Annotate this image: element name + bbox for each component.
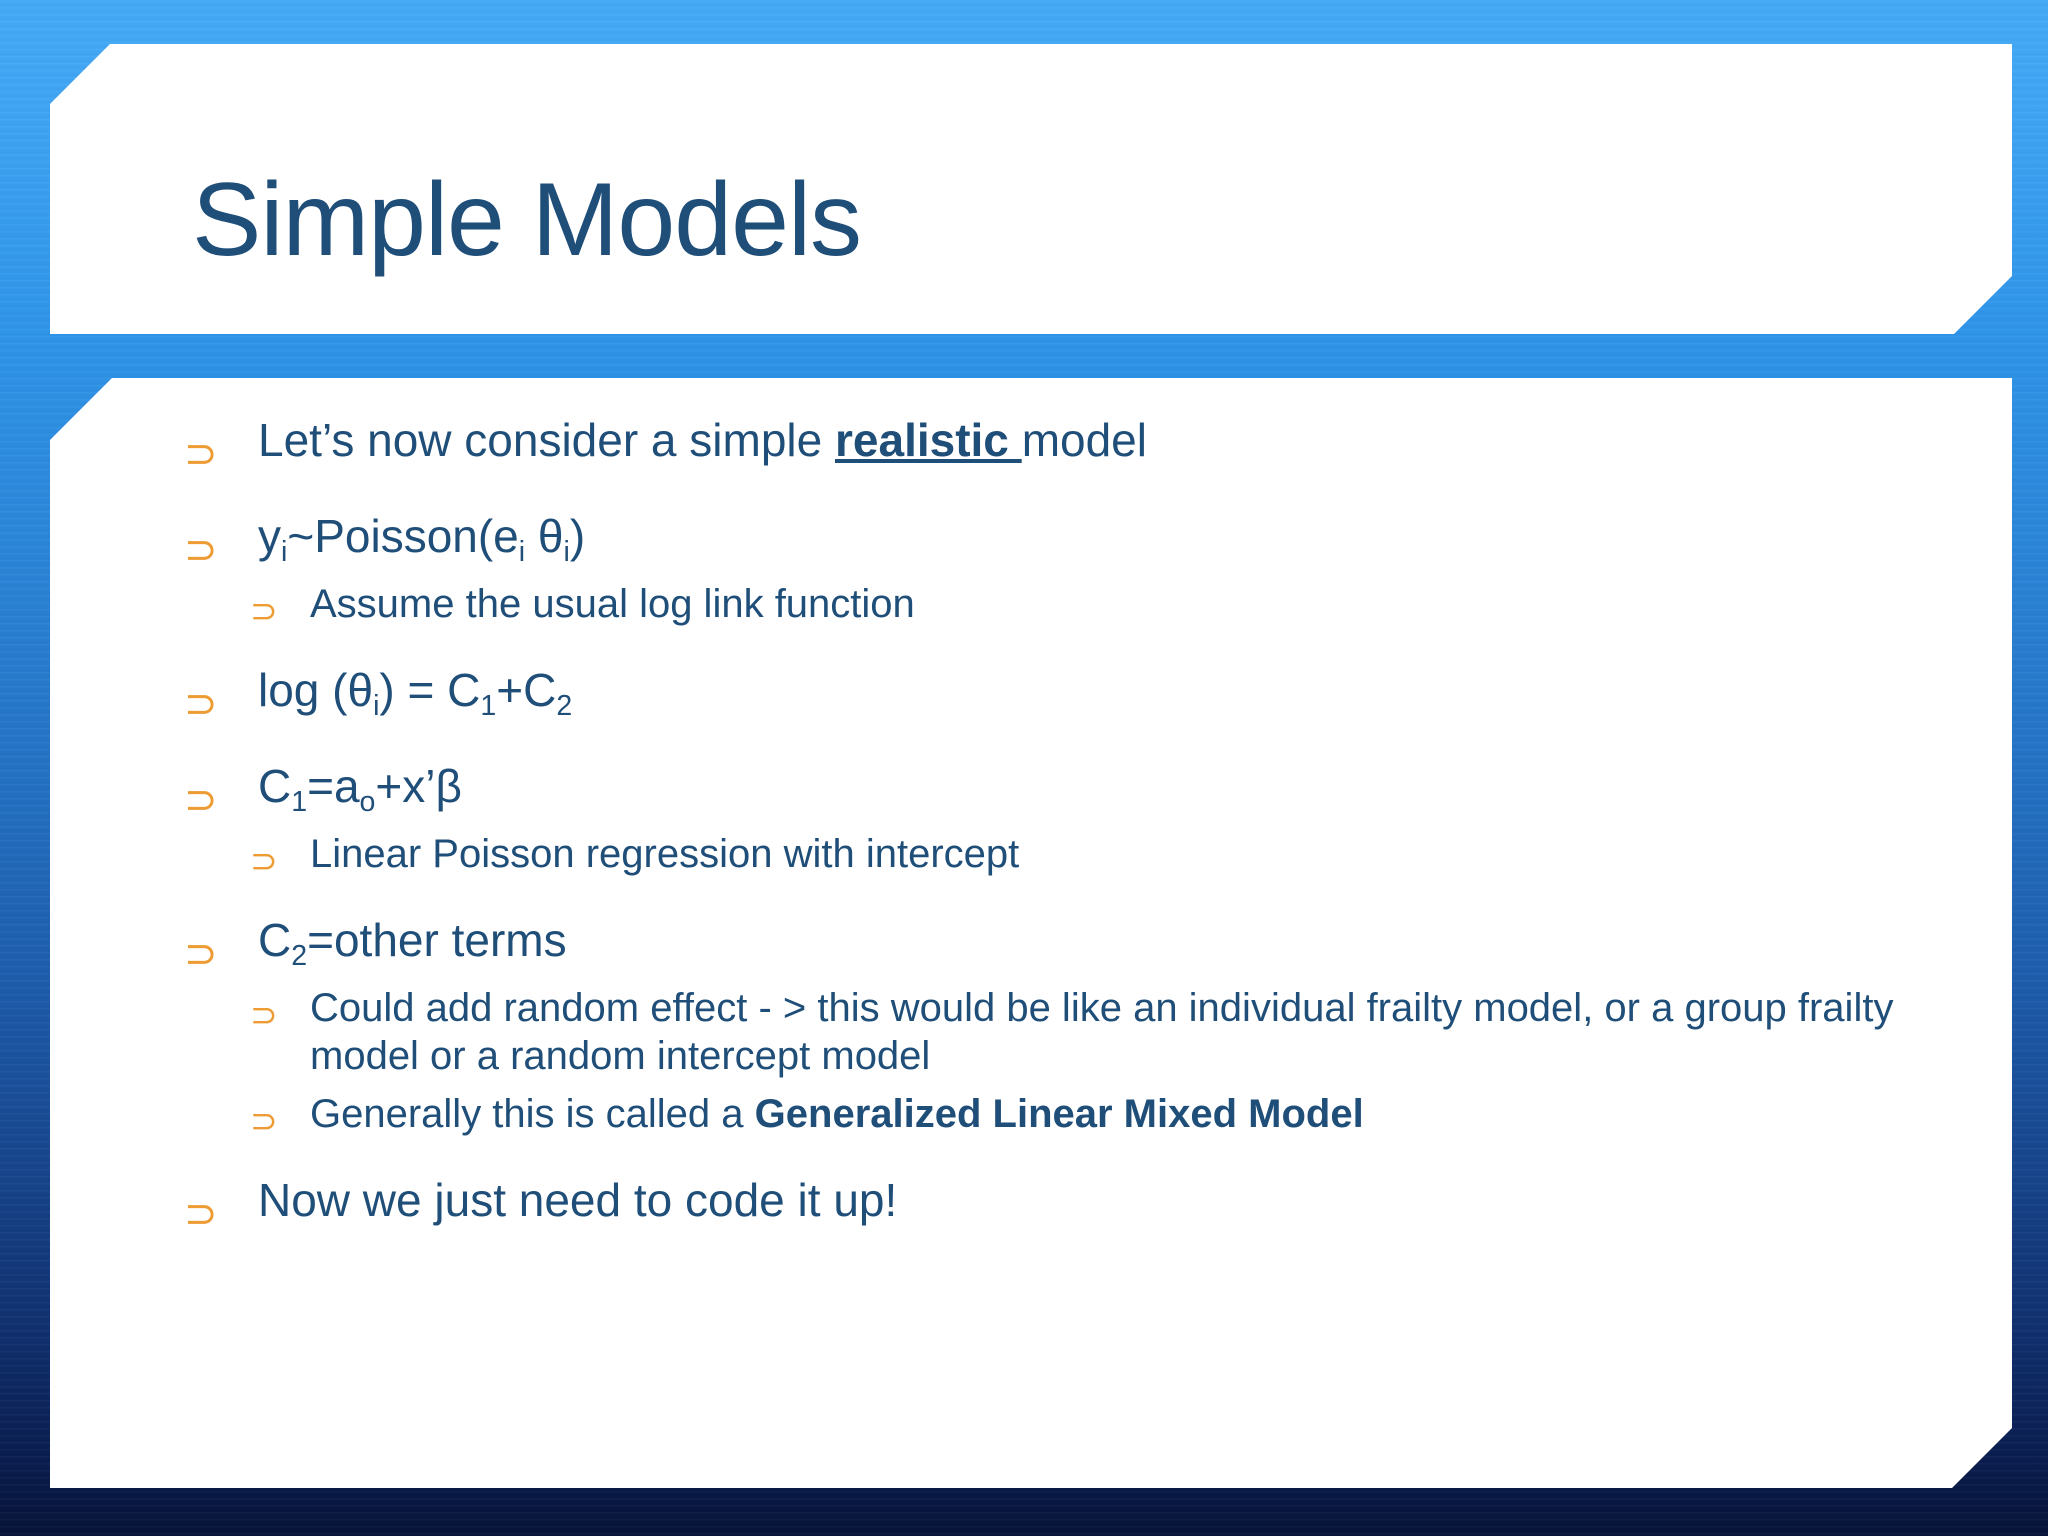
- superset-bullet-icon: ⊃: [250, 1102, 278, 1139]
- superset-bullet-icon: ⊃: [184, 528, 218, 572]
- bullet-text: Linear Poisson regression with intercept: [310, 832, 1020, 876]
- superset-bullet-icon: ⊃: [184, 1192, 218, 1236]
- bullet-item-log-theta: ⊃ log (θi) = C1+C2: [184, 664, 1942, 724]
- bullet-spacer: [184, 570, 1942, 580]
- superset-bullet-icon: ⊃: [184, 932, 218, 976]
- bullet-item-c2-def: ⊃ C2=other terms: [184, 914, 1942, 974]
- page-title: Simple Models: [192, 162, 862, 278]
- superset-bullet-icon: ⊃: [184, 432, 218, 476]
- bullet-text: Could add random effect - > this would b…: [310, 986, 1894, 1078]
- title-card: Simple Models: [50, 44, 2012, 334]
- bullet-text: yi~Poisson(ei θi): [258, 510, 586, 568]
- content-card: ⊃ Let’s now consider a simple realistic m…: [50, 378, 2012, 1488]
- bullet-item-c1-def: ⊃ C1=ao+x’β: [184, 760, 1942, 820]
- superset-bullet-icon: ⊃: [250, 592, 278, 629]
- bullet-spacer: [184, 1080, 1942, 1090]
- bullet-item-poisson: ⊃ yi~Poisson(ei θi): [184, 510, 1942, 570]
- bullet-text: Let’s now consider a simple realistic mo…: [258, 414, 1147, 466]
- bullet-item-intro: ⊃ Let’s now consider a simple realistic m…: [184, 414, 1942, 474]
- superset-bullet-icon: ⊃: [250, 842, 278, 879]
- bullet-text: Assume the usual log link function: [310, 582, 915, 626]
- bullet-item-log-link: ⊃ Assume the usual log link function: [184, 580, 1942, 628]
- bullet-text: C2=other terms: [258, 914, 567, 972]
- bullet-item-code-it-up: ⊃ Now we just need to code it up!: [184, 1174, 1942, 1234]
- bullet-spacer: [184, 1138, 1942, 1174]
- bullet-item-linear-poisson: ⊃ Linear Poisson regression with intercep…: [184, 830, 1942, 878]
- superset-bullet-icon: ⊃: [250, 996, 278, 1033]
- bullet-text: Generally this is called a Generalized L…: [310, 1092, 1364, 1136]
- superset-bullet-icon: ⊃: [184, 778, 218, 822]
- bullet-item-glmm: ⊃ Generally this is called a Generalized …: [184, 1090, 1942, 1138]
- bullet-spacer: [184, 820, 1942, 830]
- bullet-spacer: [184, 974, 1942, 984]
- bullet-spacer: [184, 724, 1942, 760]
- bullet-spacer: [184, 474, 1942, 510]
- bullet-text: log (θi) = C1+C2: [258, 664, 573, 722]
- bullet-list: ⊃ Let’s now consider a simple realistic m…: [184, 414, 1942, 1234]
- bullet-text: C1=ao+x’β: [258, 760, 462, 818]
- bullet-spacer: [184, 878, 1942, 914]
- bullet-item-random-effect: ⊃ Could add random effect - > this would …: [184, 984, 1942, 1080]
- bullet-text: Now we just need to code it up!: [258, 1174, 898, 1226]
- superset-bullet-icon: ⊃: [184, 682, 218, 726]
- bullet-spacer: [184, 628, 1942, 664]
